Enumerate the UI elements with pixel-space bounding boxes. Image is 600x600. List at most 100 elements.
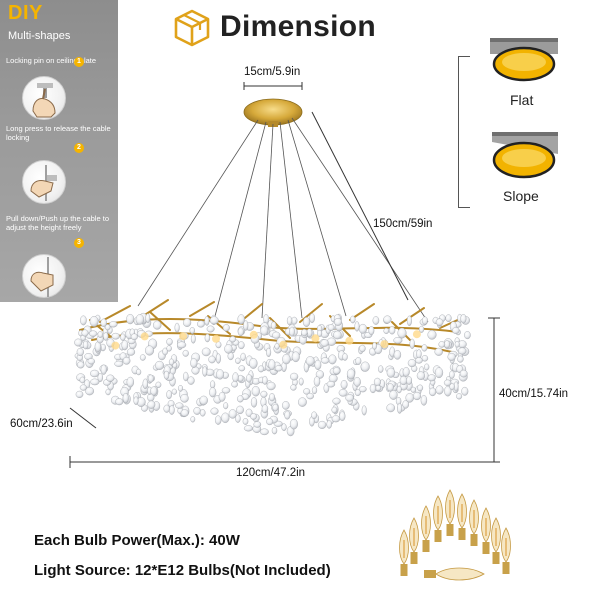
diy-step-2-number: 2 xyxy=(74,143,84,153)
crystal xyxy=(202,366,208,377)
crystal xyxy=(389,389,398,400)
e12-bulbs-image xyxy=(399,489,511,581)
crystal xyxy=(409,338,415,349)
crystal xyxy=(309,313,315,323)
crystal xyxy=(177,384,183,392)
crystal xyxy=(187,376,195,385)
crystal xyxy=(271,426,278,435)
crystal xyxy=(281,423,287,432)
crystal xyxy=(402,400,410,409)
e12-bulb xyxy=(445,489,455,536)
crystal xyxy=(449,370,455,379)
crystal xyxy=(89,315,99,327)
crystal xyxy=(328,354,337,365)
crystal xyxy=(354,389,361,396)
bulb-glow xyxy=(179,332,188,341)
diy-step-2-text: Long press to release the cable locking xyxy=(6,124,111,142)
crystal xyxy=(372,342,377,350)
adjust-height-hand-icon xyxy=(22,254,66,298)
crystal xyxy=(243,320,249,331)
crystal xyxy=(133,396,139,405)
crystal xyxy=(122,393,129,404)
crystal xyxy=(126,348,136,356)
crystal xyxy=(155,381,162,388)
light-source-spec: Light Source: 12*E12 Bulbs(Not Included) xyxy=(34,562,331,579)
crystal xyxy=(420,394,428,406)
crystal xyxy=(444,386,452,397)
crystal xyxy=(406,376,412,385)
crystal xyxy=(199,395,208,406)
crystal xyxy=(237,341,245,350)
crystal xyxy=(378,365,384,373)
crystal xyxy=(168,358,175,366)
crystal xyxy=(368,326,375,336)
crystal xyxy=(250,413,257,420)
crystal xyxy=(434,347,443,356)
crystal xyxy=(180,409,189,417)
crystal xyxy=(177,341,187,349)
crystal xyxy=(251,386,260,397)
crystal xyxy=(208,355,216,364)
crystal xyxy=(461,386,469,396)
crystal xyxy=(369,383,377,394)
crystal xyxy=(326,419,332,429)
crystal xyxy=(393,336,403,344)
crystal xyxy=(222,324,230,332)
crystal xyxy=(166,338,173,346)
crystal xyxy=(180,393,189,403)
crystal xyxy=(354,321,360,332)
e12-bulb xyxy=(421,505,431,552)
canopy-dimension-line xyxy=(243,82,303,90)
crystal xyxy=(126,376,135,388)
crystal xyxy=(237,374,244,382)
crystal xyxy=(320,357,330,364)
crystal xyxy=(266,418,274,426)
crystal xyxy=(243,425,253,432)
crystal xyxy=(97,331,104,338)
crystal xyxy=(460,314,467,324)
crystal xyxy=(291,351,300,363)
crystal xyxy=(290,384,297,391)
crystal xyxy=(435,385,444,395)
crystal xyxy=(421,316,428,325)
crystal xyxy=(306,392,314,400)
crystal xyxy=(290,372,299,381)
page-title: Dimension xyxy=(220,10,377,43)
cable-lock-hand-icon xyxy=(22,160,66,204)
crystal xyxy=(235,414,241,423)
depth-dimension-line xyxy=(69,407,97,429)
crystal xyxy=(174,322,180,333)
crystal xyxy=(250,397,258,408)
diy-step-3-text: Pull down/Push up the cable to adjust th… xyxy=(6,214,109,232)
crystal xyxy=(237,314,245,325)
crystal xyxy=(229,336,236,343)
box-icon xyxy=(174,9,210,47)
crystal xyxy=(274,342,280,350)
crystal xyxy=(313,376,321,387)
crystal xyxy=(393,349,402,360)
diy-step-1-number: 1 xyxy=(74,57,84,67)
diy-subtitle: Multi-shapes xyxy=(8,30,71,42)
crystal xyxy=(434,367,444,379)
crystal xyxy=(175,402,184,409)
flat-label: Flat xyxy=(510,92,534,108)
crystal xyxy=(139,354,146,361)
crystal xyxy=(166,390,172,400)
crystal xyxy=(114,360,124,367)
crystal xyxy=(397,403,403,414)
crystal xyxy=(235,357,241,364)
ceiling-canopy xyxy=(243,98,303,127)
crystal xyxy=(429,387,437,397)
crystal xyxy=(87,358,96,365)
suspension-wires xyxy=(137,117,429,323)
crystal xyxy=(190,358,198,368)
crystal xyxy=(142,378,149,389)
flat-canopy-icon xyxy=(490,38,558,82)
crystal xyxy=(240,352,246,362)
bulb-glow xyxy=(111,341,120,350)
canopy-dimension-label: 15cm/5.9in xyxy=(244,66,301,78)
crystal xyxy=(270,321,277,330)
crystal xyxy=(183,318,192,327)
height-dimension-label: 40cm/15.74in xyxy=(499,388,569,400)
e12-bulb xyxy=(409,517,419,564)
